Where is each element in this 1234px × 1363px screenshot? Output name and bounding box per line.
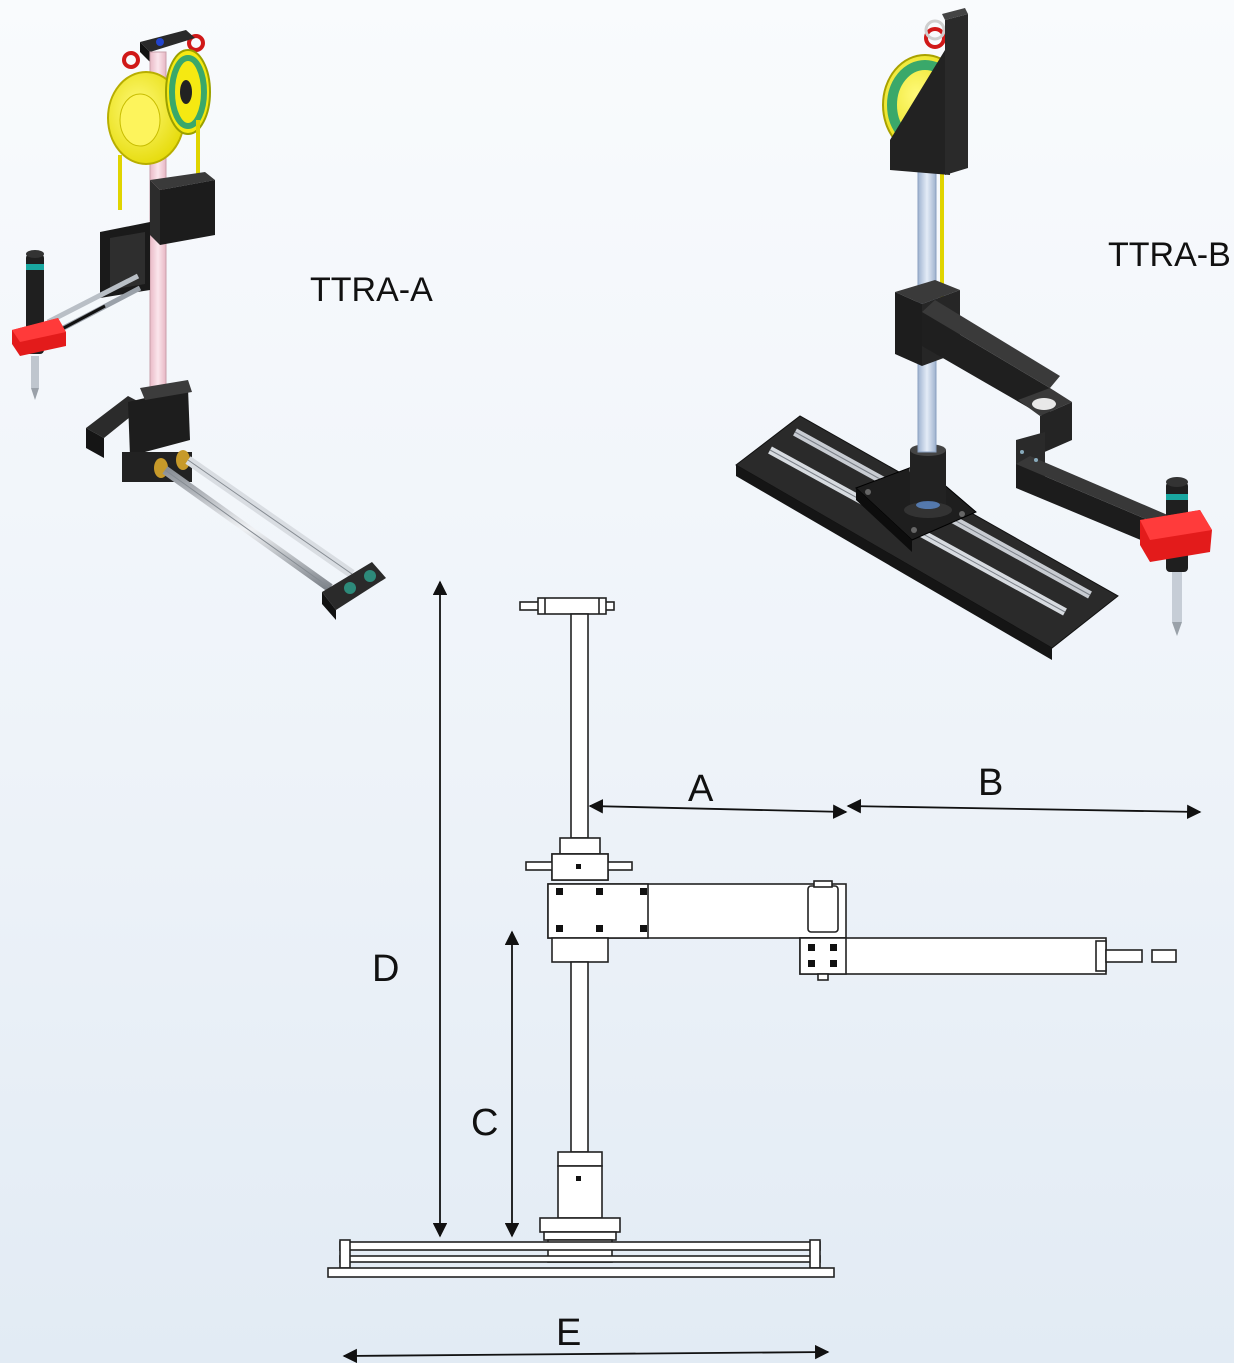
ttra-b-render bbox=[735, 8, 1212, 660]
torque-tool-icon bbox=[12, 250, 66, 400]
dimension-label-c: C bbox=[471, 1102, 499, 1144]
side-elevation-drawing bbox=[327, 597, 1177, 1278]
dimension-label-e: E bbox=[556, 1312, 582, 1354]
balancer-a-icon bbox=[107, 49, 211, 210]
ttra-a-render bbox=[12, 30, 386, 620]
dimension-arrows bbox=[342, 580, 1202, 1363]
model-label-ttra-b: TTRA-B bbox=[1108, 236, 1231, 274]
model-label-ttra-a: TTRA-A bbox=[310, 271, 433, 309]
balancer-b-icon bbox=[882, 8, 968, 175]
dimension-label-d: D bbox=[372, 948, 400, 990]
dimension-b-arrow bbox=[846, 799, 1202, 819]
dimension-label-b: B bbox=[978, 762, 1004, 804]
dimension-e-arrow bbox=[342, 1344, 830, 1363]
dimension-a-arrow bbox=[588, 799, 848, 819]
drawing-fastener-marks bbox=[556, 864, 837, 1181]
dimension-label-a: A bbox=[688, 768, 714, 810]
shackle-icon bbox=[122, 34, 205, 69]
